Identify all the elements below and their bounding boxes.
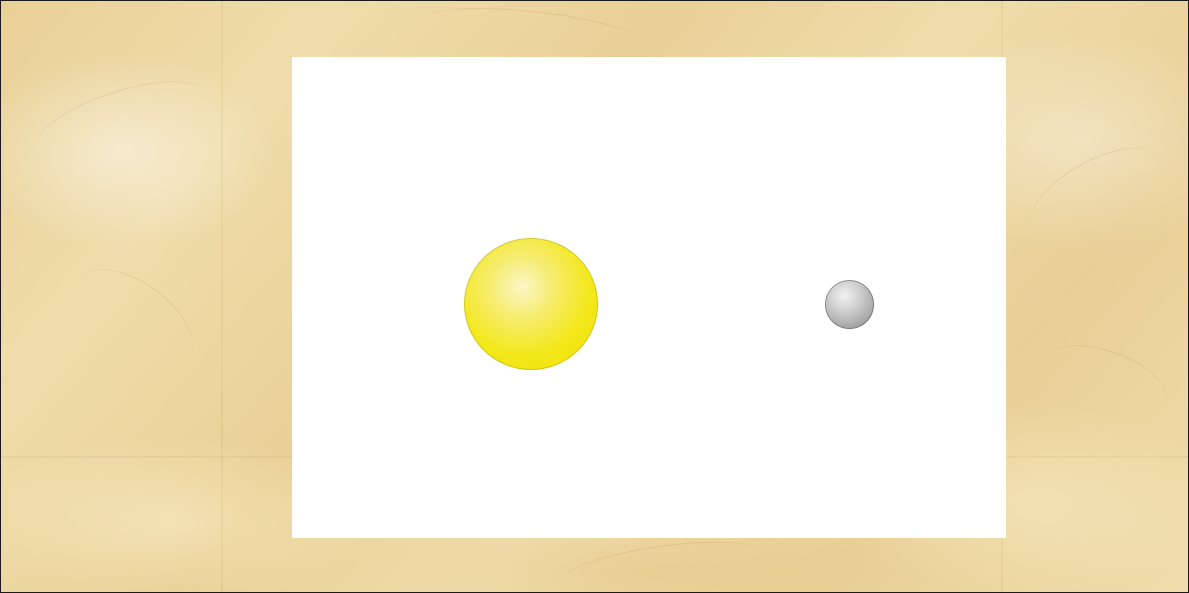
scene-canvas <box>292 57 1006 538</box>
sun-sphere <box>464 238 598 370</box>
marble-vein <box>419 0 642 63</box>
marble-vein <box>50 248 211 395</box>
planet-sphere <box>825 280 874 329</box>
marble-vein <box>1034 331 1177 433</box>
marble-vein <box>559 532 763 593</box>
marble-vein <box>26 65 216 179</box>
marble-vein <box>1013 128 1178 264</box>
marble-tile-seam <box>221 1 223 593</box>
